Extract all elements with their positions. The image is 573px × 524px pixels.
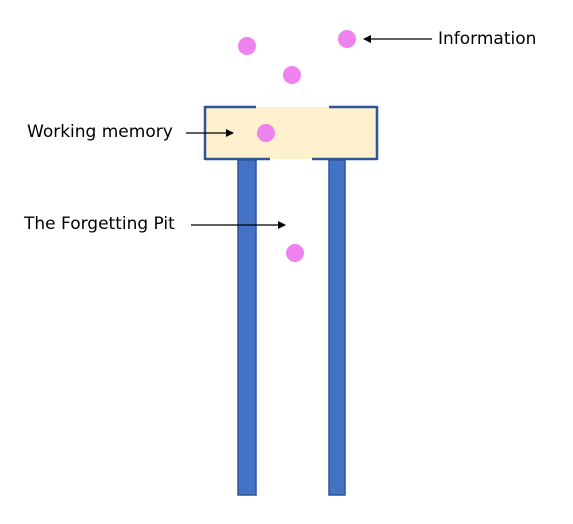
info-dot-5 xyxy=(286,244,304,262)
info-dot-4 xyxy=(257,124,275,142)
info-dot-3 xyxy=(283,66,301,84)
right-pit-wall xyxy=(328,159,346,496)
working-memory-label: Working memory xyxy=(27,122,173,142)
left-pit-wall xyxy=(237,159,257,496)
forgetting-pit-label: The Forgetting Pit xyxy=(24,214,175,234)
information-label: Information xyxy=(438,29,537,49)
info-dot-1 xyxy=(238,37,256,55)
info-dot-2 xyxy=(338,30,356,48)
